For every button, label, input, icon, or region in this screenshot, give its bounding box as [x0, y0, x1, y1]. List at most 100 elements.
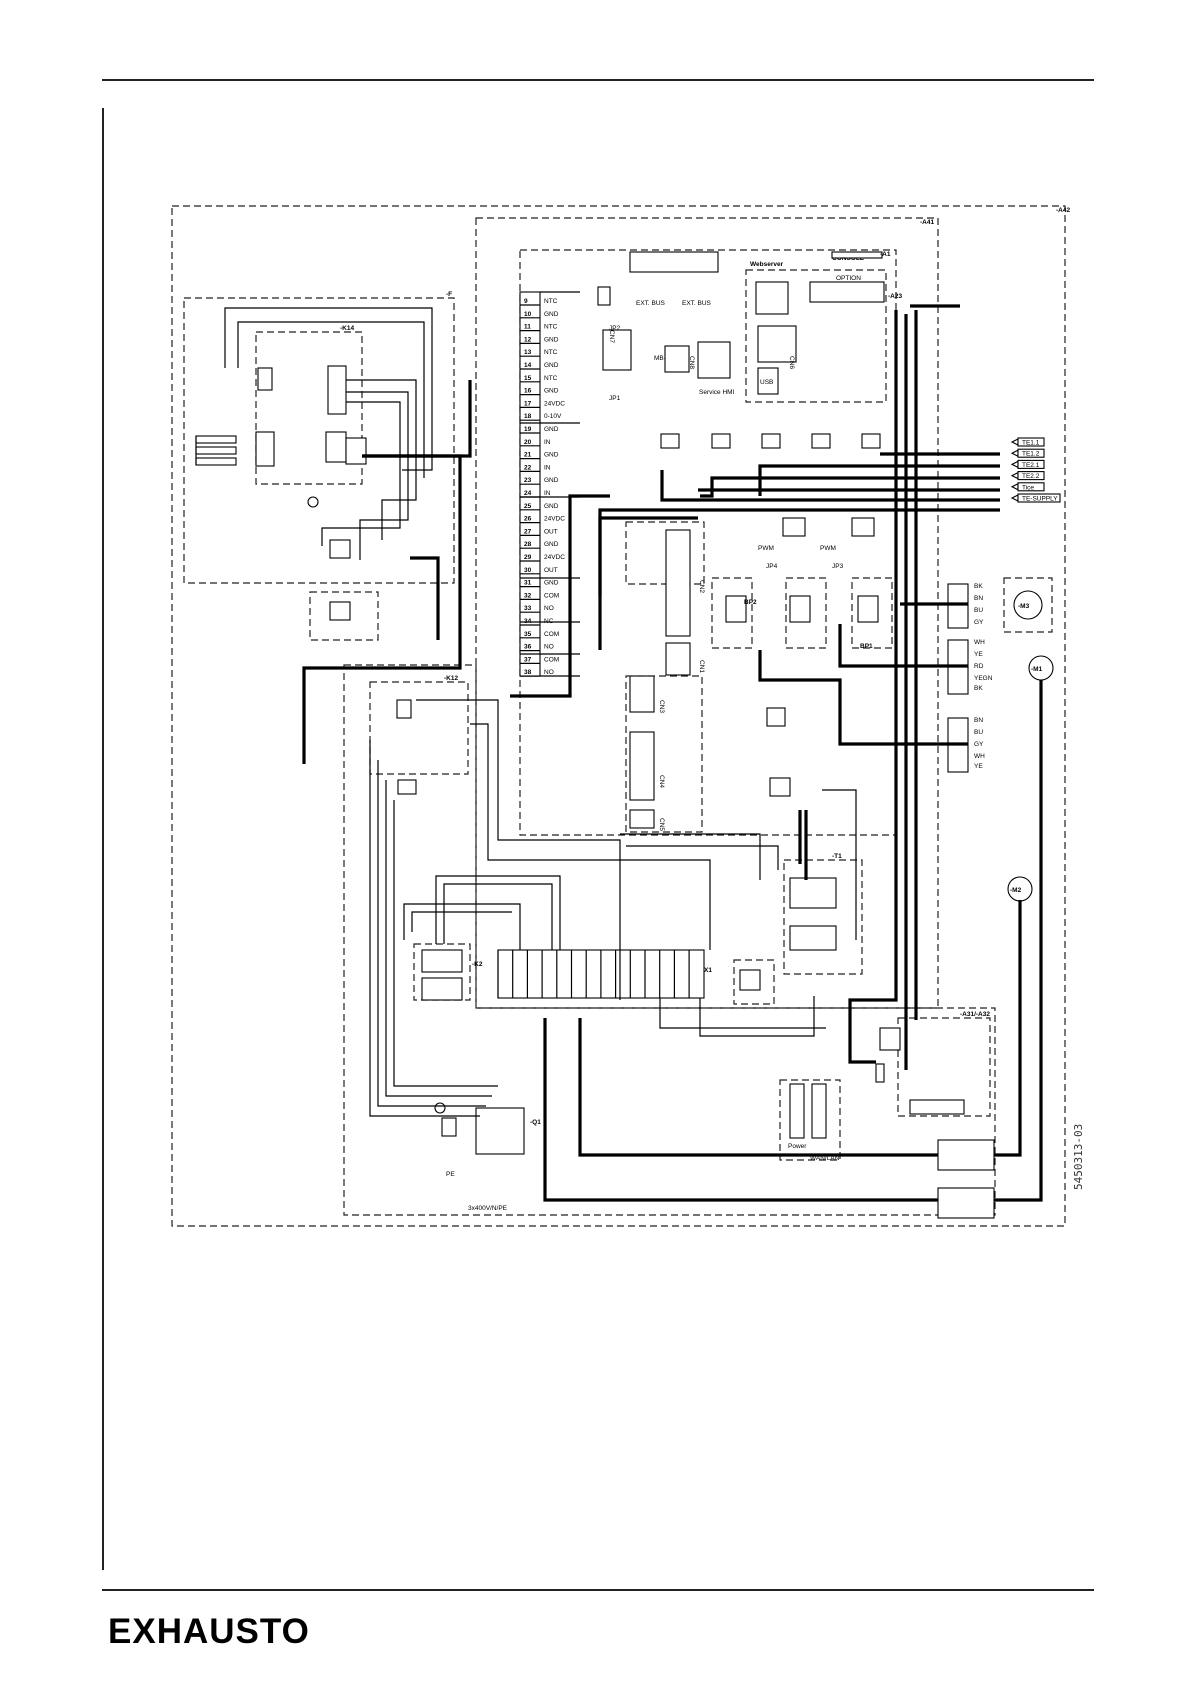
t1-label: -T1: [832, 853, 842, 860]
f-label: -F: [446, 291, 452, 298]
sensor-label: Tice: [1022, 484, 1034, 491]
wire-thin-4: [346, 391, 409, 560]
x1-label: X1: [704, 967, 712, 974]
wire-color-label: BN: [974, 595, 983, 602]
terminal-function: NO: [544, 669, 554, 676]
wire-color-label: RD: [974, 663, 984, 670]
sensor-tag: [1017, 482, 1045, 492]
wire-color-label: BU: [974, 729, 983, 736]
k2-module: [413, 943, 471, 1001]
terminal-function: NTC: [544, 324, 558, 331]
wire-thin-10: [403, 903, 521, 950]
k2-load: [421, 949, 463, 973]
m3-plug: [947, 583, 969, 629]
terminal-function: 24VDC: [544, 400, 565, 407]
bp1-label: BP1: [860, 643, 873, 650]
te-plug-te21: [761, 433, 781, 449]
wire-thin-5: [321, 401, 401, 546]
margin-rule: [102, 108, 104, 1570]
a31-terminals: [909, 1099, 965, 1115]
terminal-number: 19: [524, 426, 532, 433]
enclosure-power: [343, 664, 996, 1216]
doc-ref: 5450313-03: [1072, 1123, 1085, 1190]
wire-thin-8: [369, 740, 498, 1117]
ground-icon-2: [434, 1102, 446, 1114]
a23-label: -A23: [888, 293, 902, 300]
connector-label: CN8: [688, 356, 695, 369]
sensor-label: TE2.1: [1022, 462, 1040, 469]
heater-element-2: [195, 446, 237, 455]
terminal-function: 24VDC: [544, 554, 565, 561]
k14-a-terminals: [257, 367, 273, 391]
wire-thin-6: [416, 699, 621, 1000]
enclosure-f: [183, 297, 455, 584]
k14-out-terminals: [327, 365, 347, 415]
terminal-function: GND: [544, 388, 559, 395]
wire-sensors: [598, 452, 1000, 650]
terminal-function: GND: [544, 452, 559, 459]
cn-lower-block: [625, 675, 703, 833]
wire-color-label: YEGN: [974, 675, 993, 682]
wire-thin-7: [470, 723, 711, 950]
terminal-number: 12: [524, 336, 532, 343]
motor-m2: -M2: [1007, 876, 1033, 902]
wan-port: [811, 1083, 827, 1139]
wire-thin-9: [435, 875, 561, 950]
heater-element-3: [195, 457, 237, 466]
terminal-number: 30: [524, 567, 532, 574]
k12-label: -K12: [444, 675, 458, 682]
cn5-connector: [629, 809, 655, 829]
terminal-function: GND: [544, 362, 559, 369]
k3-terminals: [739, 969, 761, 991]
cn3-port: [757, 325, 797, 363]
usb-port: [757, 367, 779, 395]
power-label: Power: [788, 1143, 807, 1150]
bp1-plug: [857, 595, 879, 623]
terminal-number: 26: [524, 516, 532, 523]
cn2-connector: [665, 529, 691, 637]
a31-link: [875, 1063, 885, 1083]
k12-coil: [396, 699, 412, 719]
a41-label: -A41: [920, 219, 934, 226]
wire-m1-m2: [994, 680, 1043, 1202]
usb-port-small: [597, 286, 611, 306]
enclosure-a41: [475, 217, 939, 1009]
t1-transformer: [783, 859, 863, 975]
enclosure-a42: [171, 205, 1066, 1227]
q1-label: -Q1: [530, 1119, 541, 1126]
wire-joint-2: [543, 1018, 938, 1202]
a23-module: [779, 1079, 841, 1161]
connector-label: CN6: [788, 356, 795, 369]
header-rule: [102, 79, 1094, 81]
sensor-label: TE-SUPPLY: [1022, 496, 1058, 503]
te-plug-tice: [660, 433, 680, 449]
terminal-number: 9: [524, 298, 528, 305]
wire-a31: [848, 310, 898, 1064]
terminal-function: COM: [544, 656, 559, 663]
sensor-tag: [1017, 437, 1045, 447]
a31-a32-module: [897, 1017, 991, 1117]
pe-terminal: [441, 1117, 457, 1137]
controller-a1: [519, 249, 897, 836]
console-header: [831, 251, 883, 259]
terminal-number: 22: [524, 464, 532, 471]
terminal-number: 28: [524, 541, 532, 548]
k2-label: -K2: [472, 961, 483, 968]
terminal-function: COM: [544, 631, 559, 638]
te-plug-te22: [711, 433, 731, 449]
terminal-number: 10: [524, 311, 532, 318]
te-plug-te11: [861, 433, 881, 449]
webserver-label: Webserver: [750, 261, 784, 268]
t1-primary: [789, 925, 837, 951]
terminal-function: NO: [544, 644, 554, 651]
in-24v-plug: [769, 777, 791, 797]
service-hmi-label: Service HMI: [699, 389, 735, 396]
wire-thin-3: [346, 379, 417, 540]
m3-symbol: [1013, 590, 1043, 620]
motor-m3: -M3: [1003, 577, 1053, 633]
di-spare-block: [782, 517, 806, 537]
wire-joint-1: [578, 1018, 938, 1157]
option-header: [809, 281, 885, 303]
